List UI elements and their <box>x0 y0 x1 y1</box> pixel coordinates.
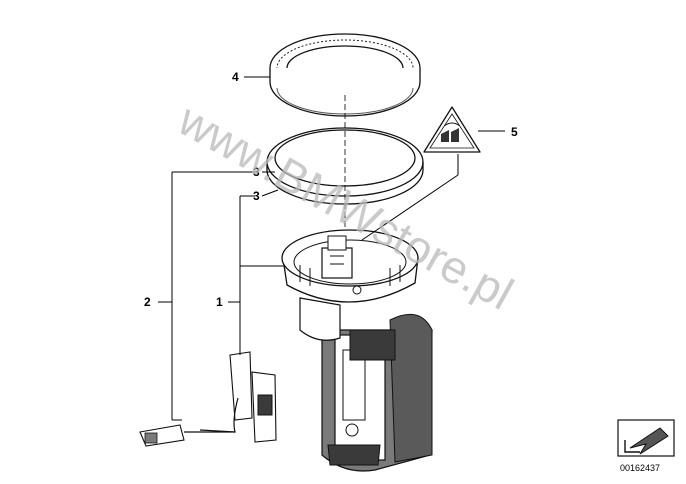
callout-2: 2 <box>144 295 151 309</box>
leader-lines <box>158 76 505 421</box>
callout-3-upper: 3 <box>253 165 260 179</box>
callout-5: 5 <box>511 125 518 139</box>
callout-1: 1 <box>216 295 223 309</box>
callout-4: 4 <box>232 70 239 84</box>
part-1-fuel-pump-unit <box>139 229 433 472</box>
image-number: 00162437 <box>620 463 660 473</box>
part-4-retaining-ring <box>269 33 421 117</box>
fuel-vapour-warning-icon <box>441 122 461 142</box>
part-5-warning-label <box>423 106 481 153</box>
corner-symbol <box>617 419 675 457</box>
callout-3-lower: 3 <box>253 189 260 203</box>
arrow-down-left-icon <box>624 427 669 455</box>
